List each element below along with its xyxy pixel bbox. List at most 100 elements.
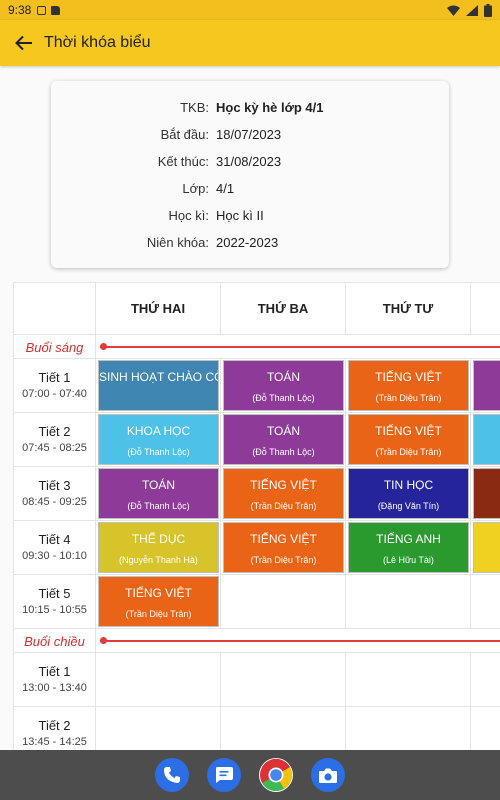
content-area: TKB: Học kỳ hè lớp 4/1 Bắt đầu: 18/07/20… [0,66,500,750]
timetable-cell[interactable] [221,653,346,707]
timetable-cell[interactable] [221,707,346,750]
period-name: Tiết 1 [38,664,71,679]
lesson-block[interactable]: TIẾNG VIỆT (Trần Diệu Trân) [348,360,469,411]
lesson-subject: TOÁN [141,478,176,492]
lesson-subject: TIẾNG VIỆT [375,370,442,384]
wifi-icon [447,5,460,16]
timetable-cell[interactable] [96,413,221,467]
lesson-block[interactable]: TIẾNG VIỆT (Trần Diệu Trân) [98,576,219,627]
timetable-cell[interactable] [96,359,221,413]
lesson-teacher: (Trần Diệu Trân) [125,609,192,619]
timetable-cell[interactable] [221,467,346,521]
session-row: Buổi chiều [14,629,500,653]
lesson-block-partial[interactable] [473,414,500,465]
lesson-block[interactable]: TOÁN(Đỗ Thanh Lộc) [223,360,344,411]
back-button[interactable] [12,31,36,55]
lesson-block-partial[interactable] [473,468,500,519]
info-value: Học kì II [216,208,264,223]
lesson-teacher: (Đặng Văn Tín) [377,501,440,511]
lesson-subject: TIẾNG VIỆT [125,586,192,600]
info-row-class: Lớp: 4/1 [51,181,449,201]
timetable-cell[interactable] [471,413,500,467]
chrome-app-icon[interactable] [259,758,293,792]
timetable-cell[interactable] [346,359,471,413]
lesson-teacher: (Trần Diệu Trân) [375,393,442,403]
lesson-block-partial[interactable] [473,522,500,573]
timetable-cell[interactable] [96,575,221,629]
camera-app-icon[interactable] [311,758,345,792]
session-divider-line [100,346,500,348]
info-row-semester: Học kì: Học kì II [51,208,449,228]
timetable-cell[interactable] [221,359,346,413]
lesson-teacher: (Trần Diệu Trân) [250,555,317,565]
timetable-cell[interactable] [346,521,471,575]
info-label: Học kì: [168,208,209,223]
lesson-block[interactable]: KHOA HỌC(Đỗ Thanh Lộc) [98,414,219,465]
period-cell: Tiết 3 08:45 - 09:25 [14,467,96,521]
lesson-teacher: (Trần Diệu Trân) [250,501,317,511]
session-divider-dot [100,637,107,644]
period-name: Tiết 3 [38,478,71,493]
timetable-cell[interactable] [96,653,221,707]
lesson-block[interactable]: SINH HOẠT CHÀO CỜ [98,360,219,411]
messages-app-icon[interactable] [207,758,241,792]
period-name: Tiết 1 [38,370,71,385]
lesson-teacher: (Trần Diệu Trân) [375,447,442,457]
lesson-subject: TIN HỌC [383,478,434,492]
timetable-cell[interactable] [96,467,221,521]
info-row-end: Kết thúc: 31/08/2023 [51,154,449,174]
timetable-cell[interactable] [471,575,500,629]
period-time: 13:45 - 14:25 [22,736,87,748]
lesson-block[interactable]: TIN HỌC (Đặng Văn Tín) [348,468,469,519]
lesson-block[interactable]: TIẾNG ANH(Lê Hữu Tài) [348,522,469,573]
lesson-teacher: (Nguyễn Thanh Hà) [119,555,198,565]
timetable-cell[interactable] [221,521,346,575]
timetable-cell[interactable] [346,707,471,750]
timetable-cell[interactable] [221,413,346,467]
timetable-cell[interactable] [471,467,500,521]
battery-icon [484,3,492,17]
notification-icon [37,5,47,15]
timetable-cell[interactable] [471,653,500,707]
timetable-cell[interactable] [346,575,471,629]
lesson-block[interactable]: TOÁN(Đỗ Thanh Lộc) [223,414,344,465]
lesson-block[interactable]: THỂ DỤC (Nguyễn Thanh Hà) [98,522,219,573]
timetable-cell[interactable] [471,707,500,750]
day-header-3: THỨ TƯ [346,283,471,335]
info-label: Lớp: [182,181,209,196]
lesson-teacher: (Lê Hữu Tài) [383,555,434,565]
timetable-cell[interactable] [346,467,471,521]
period-name: Tiết 4 [38,532,71,547]
info-value: Học kỳ hè lớp 4/1 [216,100,324,115]
info-value: 31/08/2023 [216,154,282,169]
info-label: Bắt đầu: [160,127,209,142]
session-row: Buổi sáng [14,335,500,359]
lesson-block-partial[interactable] [473,360,500,411]
period-time: 08:45 - 09:25 [22,496,87,508]
lesson-subject: KHOA HỌC [126,424,191,438]
lesson-subject: TIẾNG VIỆT [250,532,317,546]
timetable-cell[interactable] [221,575,346,629]
timetable-cell[interactable] [96,521,221,575]
status-time: 9:38 [8,3,32,17]
lesson-block[interactable]: TIẾNG VIỆT (Trần Diệu Trân) [223,522,344,573]
timetable-cell[interactable] [471,521,500,575]
timetable-cell[interactable] [346,413,471,467]
lesson-block[interactable]: TIẾNG VIỆT(Trần Diệu Trân) [348,414,469,465]
lesson-subject: THỂ DỤC [131,532,186,546]
timetable-cell[interactable] [471,359,500,413]
period-time: 10:15 - 10:55 [22,604,87,616]
lesson-block[interactable]: TIẾNG VIỆT(Trần Diệu Trân) [223,468,344,519]
lesson-teacher: (Đỗ Thanh Lộc) [252,393,315,403]
period-time: 07:45 - 08:25 [22,442,87,454]
lesson-block[interactable]: TOÁN(Đỗ Thanh Lộc) [98,468,219,519]
timetable-cell[interactable] [96,707,221,750]
info-label: TKB: [180,100,209,115]
timetable-cell[interactable] [346,653,471,707]
phone-app-icon[interactable] [155,758,189,792]
